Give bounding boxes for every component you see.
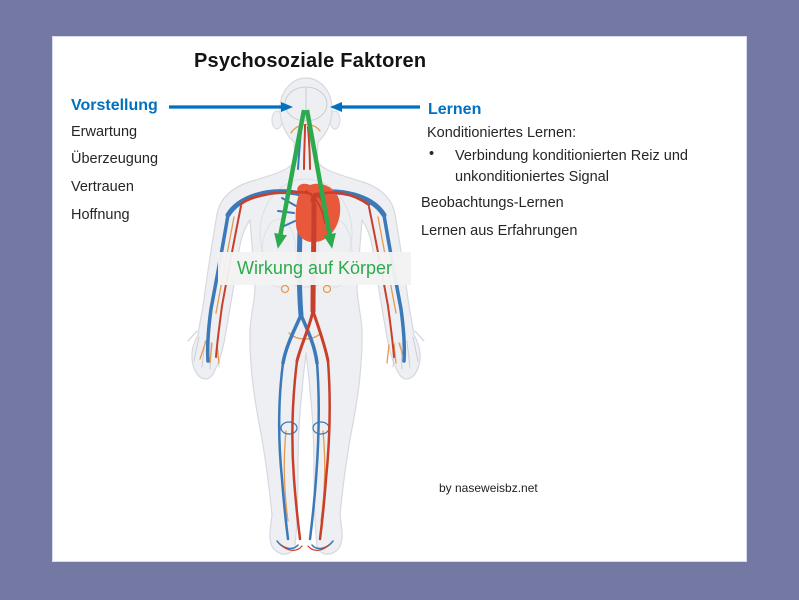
bullet-line: Verbindung konditionierten Reiz und	[455, 148, 688, 164]
slide-title: Psychosoziale Faktoren	[194, 50, 427, 72]
lernen-item: Beobachtungs-Lernen	[421, 195, 564, 211]
vorstellung-item: Hoffnung	[71, 207, 130, 223]
human-circulatory-figure	[187, 77, 425, 555]
bullet-line: unkonditioniertes Signal	[455, 169, 609, 185]
vorstellung-item: Überzeugung	[71, 151, 159, 167]
vorstellung-item: Vertrauen	[71, 179, 134, 195]
effect-box-label: Wirkung auf Körper	[236, 258, 393, 278]
lernen-item: Lernen aus Erfahrungen	[421, 223, 578, 239]
effect-box: Wirkung auf Körper	[218, 252, 411, 285]
bullet-marker: •	[429, 146, 435, 162]
slide: Psychosoziale Faktoren	[52, 36, 747, 562]
lernen-subheading: Konditioniertes Lernen:	[427, 125, 577, 141]
lernen-heading: Lernen	[428, 101, 482, 118]
vorstellung-item: Erwartung	[71, 124, 138, 140]
attribution: by naseweisbz.net	[439, 481, 538, 495]
bullet-text: Verbindung konditionierten Reiz und unko…	[455, 146, 688, 188]
lernen-bullet: • Verbindung konditionierten Reiz und un…	[429, 146, 739, 188]
vorstellung-heading: Vorstellung	[71, 97, 158, 114]
